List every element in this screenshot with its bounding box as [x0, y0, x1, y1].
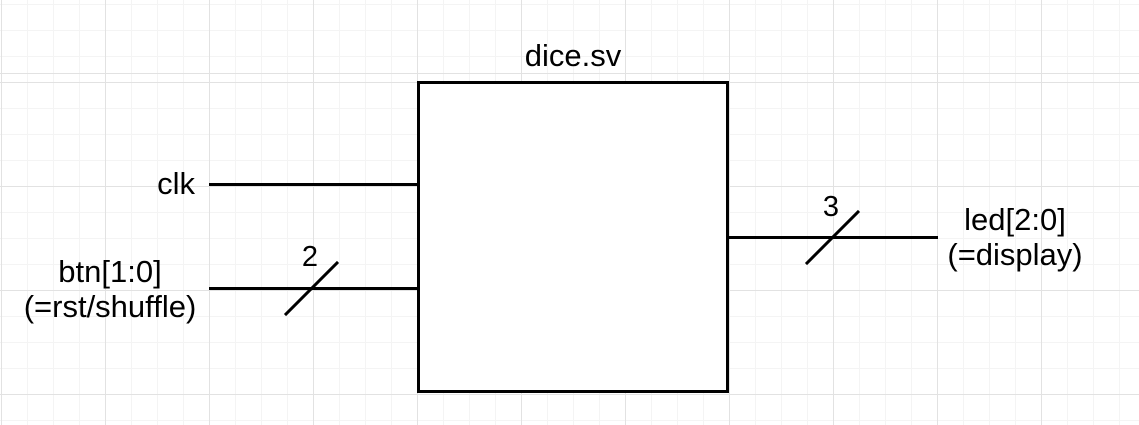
btn-port-label: btn[1:0] (=rst/shuffle)	[10, 254, 210, 324]
led-port-name: led[2:0]	[964, 202, 1066, 237]
led-port-label: led[2:0] (=display)	[915, 202, 1115, 272]
clk-port-label: clk	[157, 166, 195, 201]
btn-port-alias: (=rst/shuffle)	[23, 289, 197, 324]
led-bus-width-label: 3	[822, 191, 840, 223]
btn-wire	[209, 287, 420, 290]
clk-wire	[209, 183, 420, 186]
module-title: dice.sv	[524, 38, 622, 73]
led-port-alias: (=display)	[947, 237, 1083, 272]
btn-bus-width-label: 2	[301, 241, 319, 273]
module-box	[417, 81, 729, 393]
btn-port-name: btn[1:0]	[58, 254, 162, 289]
